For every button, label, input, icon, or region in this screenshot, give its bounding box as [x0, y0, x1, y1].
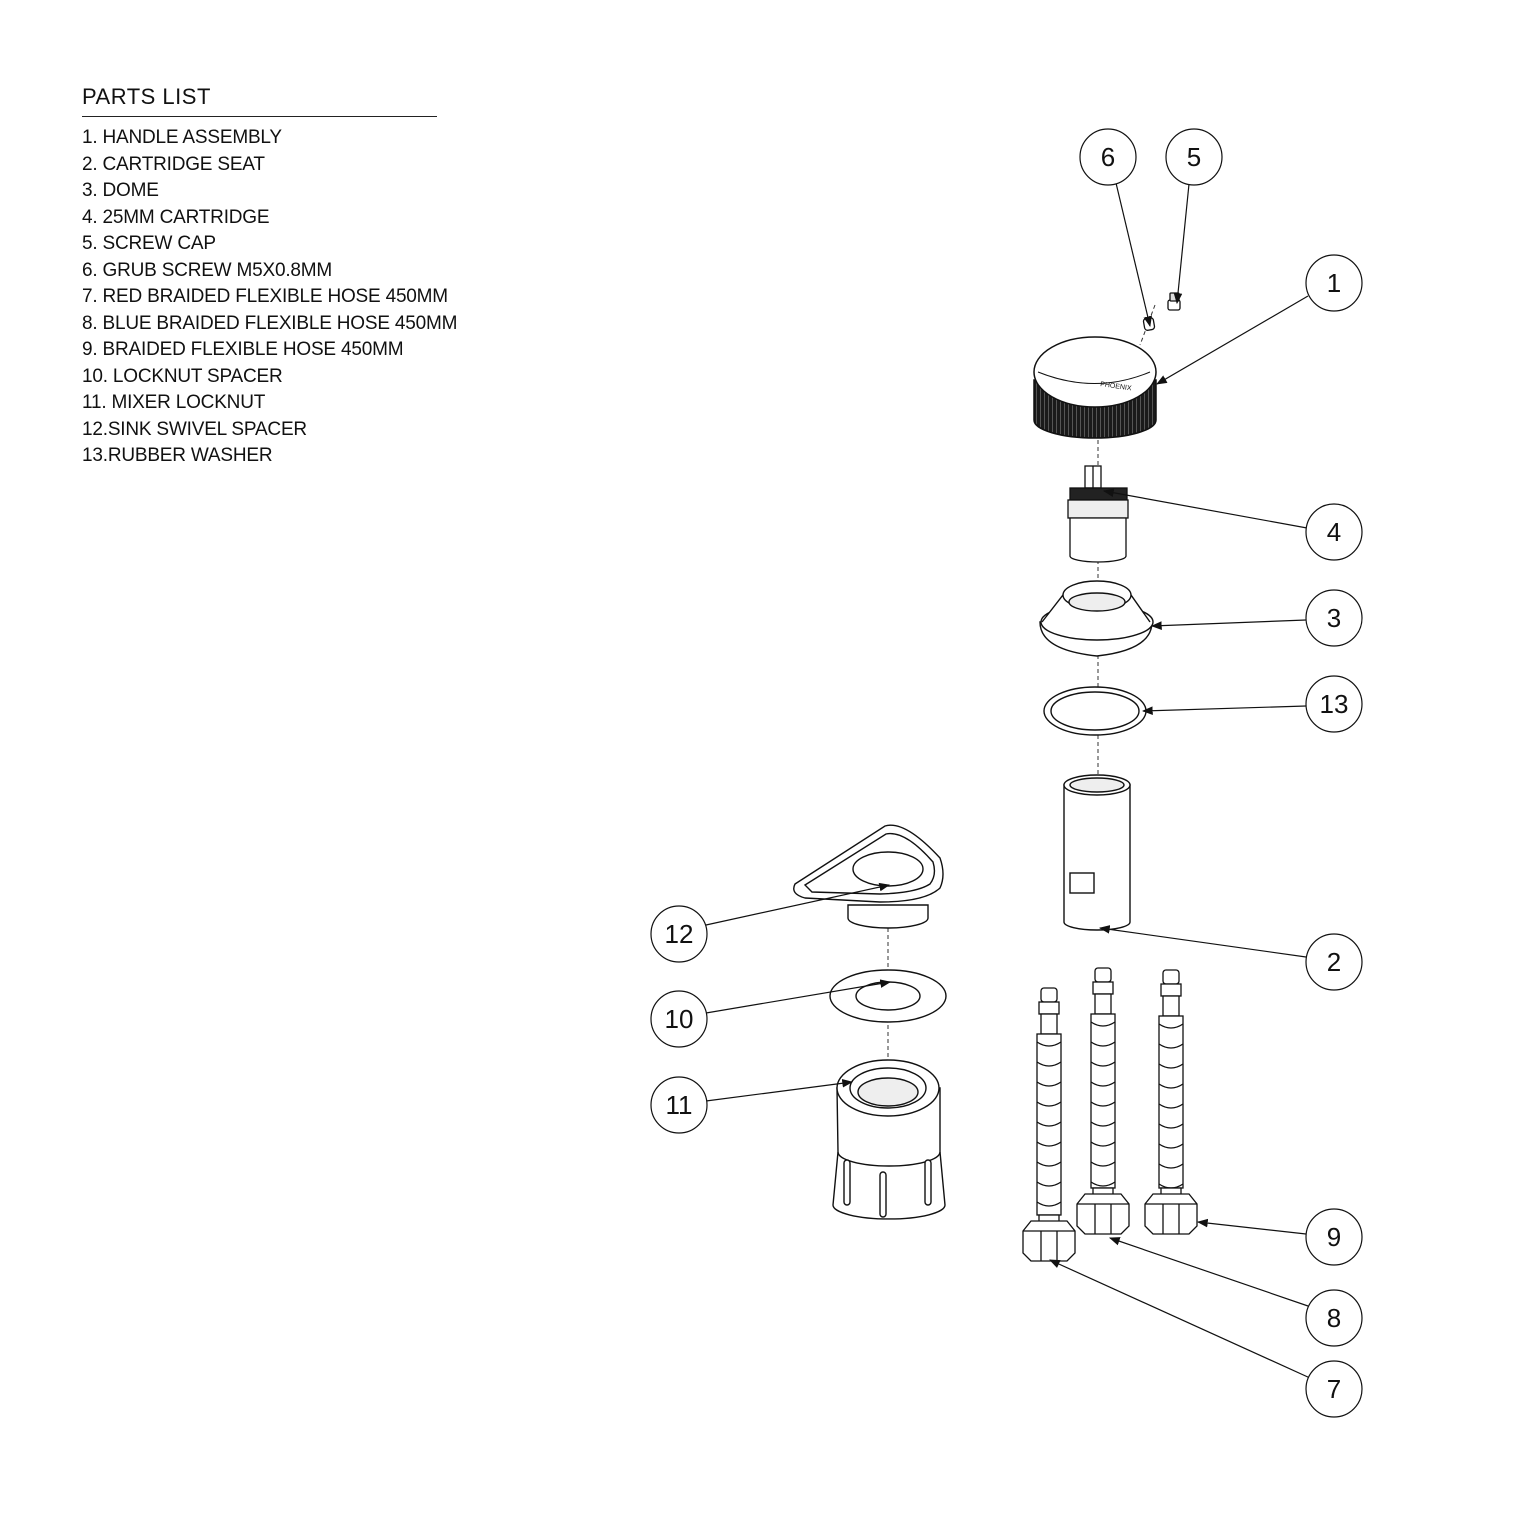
callout-label-11: 11: [666, 1090, 693, 1120]
callout-label-3: 3: [1327, 603, 1341, 633]
parts-list-item: 6. GRUB SCREW M5X0.8MM: [82, 259, 333, 281]
cartridge-part: [1067, 465, 1129, 563]
parts-list-item: 12.SINK SWIVEL SPACER: [82, 418, 307, 440]
blue-braided-hose-part: [1076, 967, 1130, 1235]
handle-assembly-part: PHOENIX: [1033, 336, 1157, 439]
leader-line-7: [1049, 1259, 1311, 1379]
callout-label-10: 10: [665, 1004, 694, 1034]
parts-list: PARTS LIST 1. HANDLE ASSEMBLY 2. CARTRID…: [82, 84, 458, 470]
leader-line-12: [705, 882, 891, 926]
callout-10: 10: [650, 990, 708, 1048]
callout-1: 1: [1305, 254, 1363, 312]
parts-list-item: 7. RED BRAIDED FLEXIBLE HOSE 450MM: [82, 286, 448, 307]
callout-4: 4: [1305, 503, 1363, 561]
leader-lines: [705, 182, 1311, 1379]
parts-list-item: 10. LOCKNUT SPACER: [82, 365, 283, 387]
leader-line-1: [1156, 295, 1309, 385]
parts-list-item: 3. DOME: [82, 180, 159, 201]
parts-list-item: 1. HANDLE ASSEMBLY: [82, 127, 282, 148]
callout-2: 2: [1305, 933, 1363, 991]
leader-line-8: [1108, 1237, 1309, 1307]
leader-line-3: [1150, 619, 1307, 630]
leader-line-2: [1098, 925, 1307, 958]
callout-3: 3: [1305, 589, 1363, 647]
callout-label-9: 9: [1327, 1222, 1341, 1252]
callout-label-6: 6: [1101, 142, 1115, 172]
parts-list-item: 2. CARTRIDGE SEAT: [82, 153, 265, 175]
callout-5: 5: [1165, 128, 1223, 186]
callout-11: 11: [650, 1076, 708, 1134]
parts-list-items: 1. HANDLE ASSEMBLY 2. CARTRIDGE SEAT 3. …: [82, 125, 458, 470]
handle-brand-label: PHOENIX: [1100, 381, 1133, 392]
callout-bubbles: 1 2 3 4 5 6 7 8 9 10 11 12 13: [650, 128, 1363, 1418]
leader-line-5: [1173, 183, 1190, 305]
leader-line-11: [705, 1078, 854, 1102]
callout-label-7: 7: [1327, 1374, 1341, 1404]
callout-12: 12: [650, 905, 708, 963]
leader-line-6: [1115, 182, 1152, 328]
dome-part: [1039, 580, 1154, 657]
callout-13: 13: [1305, 675, 1363, 733]
callout-9: 9: [1305, 1208, 1363, 1266]
locknut-spacer-part: [829, 969, 947, 1023]
callout-label-1: 1: [1327, 268, 1341, 298]
sink-swivel-spacer-part: [793, 824, 944, 929]
callout-label-12: 12: [665, 919, 694, 949]
braided-hose-part: [1144, 969, 1198, 1235]
callout-label-2: 2: [1327, 947, 1341, 977]
parts-list-item: 5. SCREW CAP: [82, 233, 216, 254]
callout-label-4: 4: [1327, 517, 1341, 547]
mixer-locknut-part: [832, 1059, 946, 1220]
parts-list-item: 4. 25MM CARTRIDGE: [82, 206, 270, 228]
cartridge-seat-part: [1063, 774, 1131, 931]
parts-list-item: 11. MIXER LOCKNUT: [82, 392, 266, 413]
leader-line-13: [1141, 705, 1307, 716]
callout-label-8: 8: [1327, 1303, 1341, 1333]
parts-list-item: 8. BLUE BRAIDED FLEXIBLE HOSE 450MM: [82, 312, 458, 334]
rubber-washer-part: [1043, 686, 1147, 736]
leader-line-4: [1102, 488, 1308, 529]
leader-line-9: [1196, 1218, 1307, 1235]
callout-label-13: 13: [1320, 689, 1349, 719]
callout-7: 7: [1305, 1360, 1363, 1418]
parts-list-item: 13.RUBBER WASHER: [82, 445, 273, 466]
callout-8: 8: [1305, 1289, 1363, 1347]
callout-label-5: 5: [1187, 142, 1201, 172]
parts-list-title: PARTS LIST: [82, 84, 437, 117]
callout-6: 6: [1079, 128, 1137, 186]
red-braided-hose-part: [1022, 987, 1076, 1262]
parts-list-item: 9. BRAIDED FLEXIBLE HOSE 450MM: [82, 339, 404, 360]
hose-parts: [1022, 967, 1198, 1262]
leader-line-10: [705, 979, 892, 1014]
